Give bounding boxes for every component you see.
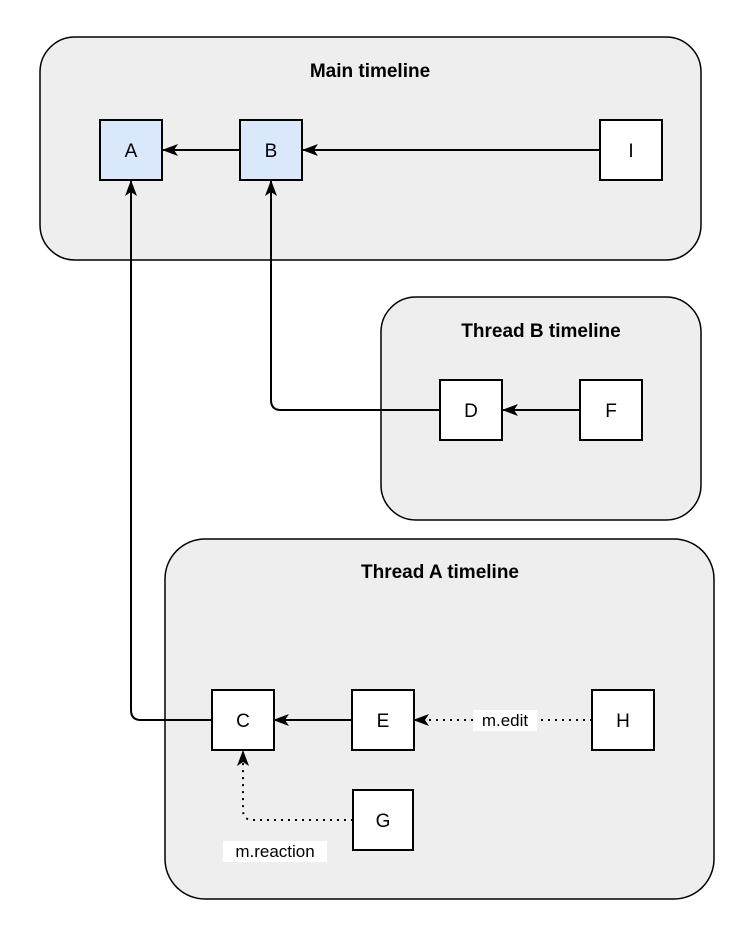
container-thread-b-timeline-box [380, 296, 702, 521]
node-i-label: I [628, 141, 633, 162]
edge-label-m-edit-bg [473, 710, 537, 731]
node-e[interactable]: E [351, 689, 415, 751]
edge-label-m-reaction-bg [223, 841, 327, 862]
node-e-label: E [377, 711, 390, 732]
node-d-label: D [464, 401, 478, 422]
node-h-label: H [616, 711, 630, 732]
node-c-label: C [236, 711, 250, 732]
node-g[interactable]: G [352, 789, 414, 851]
node-d-box [439, 379, 503, 441]
node-g-box [352, 789, 414, 851]
node-c-box [211, 689, 275, 751]
container-main-timeline-title: Main timeline [310, 61, 430, 82]
node-f[interactable]: F [579, 379, 643, 441]
node-i-box [599, 119, 663, 181]
node-b-box [239, 119, 303, 181]
edge-label-m-edit-text: m.edit [482, 711, 529, 730]
container-thread-b-timeline[interactable]: Thread B timeline [380, 296, 702, 521]
container-thread-a-timeline[interactable]: Thread A timeline [164, 538, 715, 900]
node-h[interactable]: H [591, 689, 655, 751]
node-a-label: A [125, 141, 138, 162]
node-a[interactable]: A [99, 119, 163, 181]
node-f-box [579, 379, 643, 441]
container-main-timeline-box [39, 36, 702, 261]
container-main-timeline[interactable]: Main timeline [39, 36, 702, 261]
node-b[interactable]: B [239, 119, 303, 181]
node-a-box [99, 119, 163, 181]
edge-d-to-b [265, 180, 440, 411]
node-e-box [351, 689, 415, 751]
edge-c-to-a [125, 180, 212, 721]
container-thread-a-timeline-title: Thread A timeline [361, 562, 519, 583]
edge-label-m-reaction: m.reaction [223, 841, 327, 862]
container-thread-b-timeline-title: Thread B timeline [461, 321, 620, 342]
node-b-label: B [265, 141, 278, 162]
edge-label-m-edit: m.edit [473, 710, 537, 731]
node-i[interactable]: I [599, 119, 663, 181]
node-c[interactable]: C [211, 689, 275, 751]
node-f-label: F [605, 401, 617, 422]
node-g-label: G [376, 811, 391, 832]
node-d[interactable]: D [439, 379, 503, 441]
edge-label-m-reaction-text: m.reaction [235, 842, 314, 861]
node-h-box [591, 689, 655, 751]
